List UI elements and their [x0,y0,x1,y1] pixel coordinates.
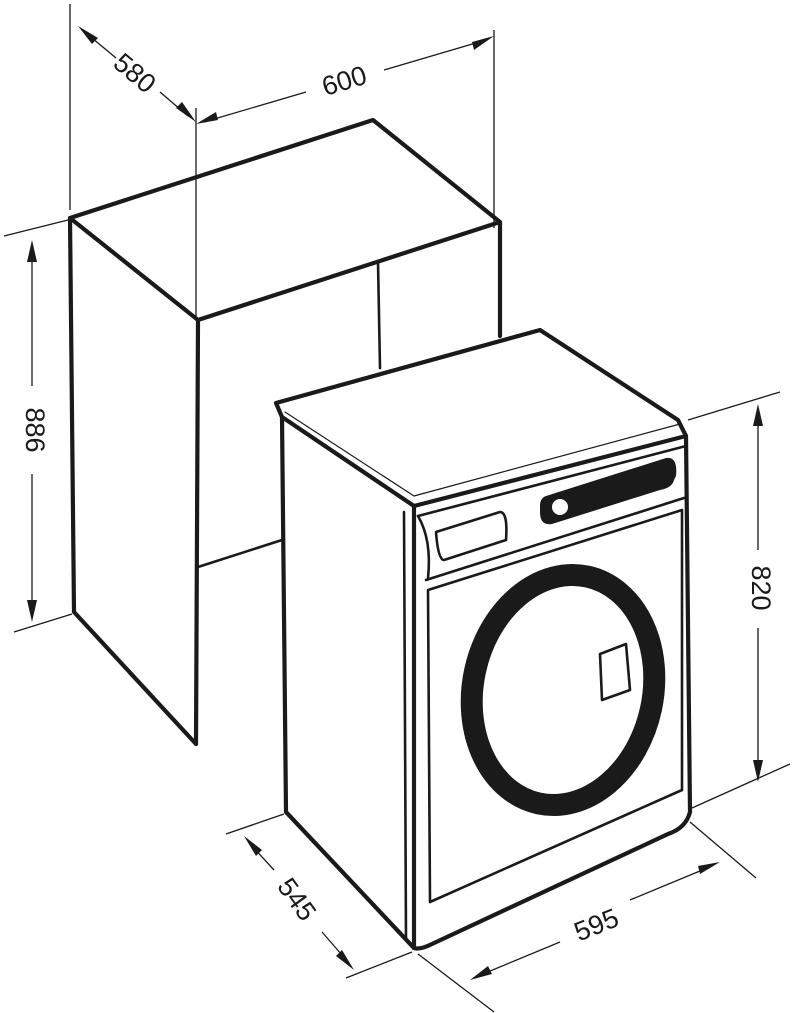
arrow-head [27,240,37,262]
dimension-label-cabinet-width: 600 [318,60,370,102]
cabinet-outline [67,117,503,747]
dimension-cabinet-height: 886 [3,219,73,633]
dimension-appliance-width: 595 [417,821,757,1013]
dimension-appliance-height: 820 [687,391,791,809]
washing-machine [273,327,693,951]
dimension-appliance-depth: 545 [225,813,413,979]
extension-line [687,391,781,421]
arrow-head [27,600,37,622]
door-handle [598,642,632,702]
display-panel [540,457,677,525]
extension-line [225,813,285,835]
dimension-line [383,39,487,71]
dimension-line [629,865,713,901]
cabinet-left-side [67,215,199,747]
cabinet-front-edge [193,317,201,747]
cabinet-top-face [67,117,503,323]
extension-line [689,821,757,879]
dimension-label-appliance-height: 820 [746,565,776,610]
dimension-line [477,941,561,977]
machine-bottom-edge [411,809,693,951]
door-ring [460,564,666,816]
dimension-line [203,91,307,123]
cabinet-floor-line [196,538,284,569]
control-panel-top [416,444,688,518]
cabinet-back-divider [376,260,382,370]
arrow-head [176,102,196,122]
dimension-line [91,37,117,59]
arrow-head [78,26,98,44]
machine-top-lip [284,411,681,497]
arrow-head [336,950,354,970]
extension-line [417,953,495,1013]
dimension-label-cabinet-height: 886 [20,407,50,452]
machine-front-right-edge [683,433,693,815]
extension-line [13,613,73,633]
front-door-panel [426,508,684,904]
dimension-label-appliance-width: 595 [570,903,623,948]
dimension-label-cabinet-depth: 580 [108,47,162,99]
machine-side-inner-edge [402,510,408,942]
detergent-drawer [434,510,508,562]
program-knob-icon [552,499,568,515]
arrow-head [698,862,720,874]
arrow-head [753,404,763,426]
dimension-cabinet-depth: 580 [69,4,197,320]
control-panel-bottom [424,496,686,582]
arrow-head [196,112,218,124]
extension-line [691,763,791,809]
arrow-head [470,966,492,980]
machine-left-side [279,414,417,951]
dimension-label-appliance-depth: 545 [271,872,322,926]
arrow-head [244,836,262,856]
arrow-head [472,36,494,50]
extension-line [3,219,69,237]
arrow-head [753,760,763,782]
extension-line [345,951,413,979]
control-panel-corner [416,514,431,580]
